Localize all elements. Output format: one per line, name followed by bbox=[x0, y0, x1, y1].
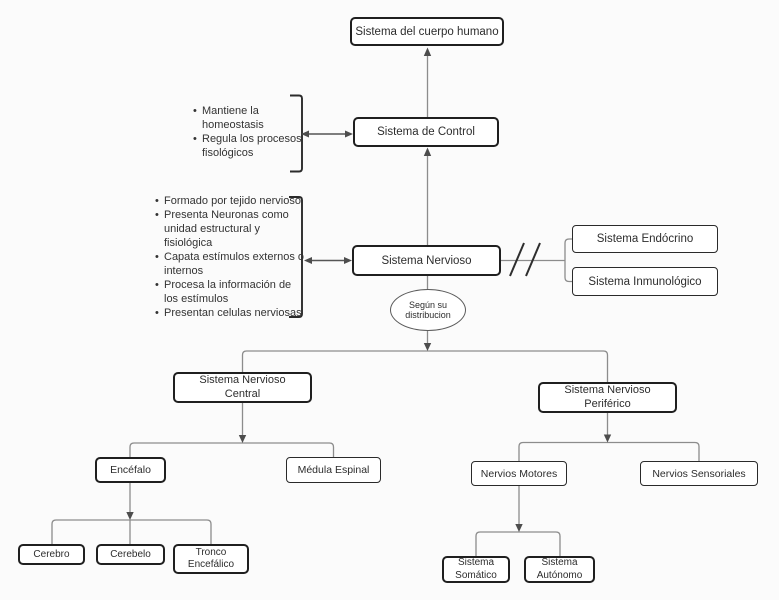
node-tronco-encefalico: Tronco Encefálico bbox=[173, 544, 249, 574]
arrowhead-down-icon bbox=[238, 435, 247, 443]
node-label: Médula Espinal bbox=[297, 464, 370, 476]
node-sistema-autonomo: Sistema Autónomo bbox=[524, 556, 595, 583]
node-label: Cerebelo bbox=[110, 549, 151, 560]
branch-motores-sensoriales bbox=[518, 441, 700, 461]
branch-encefalo-medula bbox=[129, 442, 335, 457]
node-label: Sistema de Control bbox=[377, 126, 475, 138]
node-sistema-somatico: Sistema Somático bbox=[442, 556, 510, 583]
arrowhead-up-icon bbox=[423, 147, 432, 156]
note-item: Presenta Neuronas como unidad estructura… bbox=[154, 208, 329, 250]
node-label: Encéfalo bbox=[110, 464, 151, 476]
branch-somatico-autonomo bbox=[475, 531, 561, 556]
note-item: Procesa la información de los estímulos bbox=[154, 278, 329, 306]
bracket-endocrino-inmunologico bbox=[564, 238, 572, 283]
node-sistema-nervioso-periferico: Sistema Nervioso Periférico bbox=[538, 382, 677, 413]
arrowhead-down-icon bbox=[603, 434, 612, 443]
node-label: Sistema Nervioso Periférico bbox=[564, 384, 651, 410]
node-cerebro: Cerebro bbox=[18, 544, 85, 565]
node-medula-espinal: Médula Espinal bbox=[286, 457, 381, 483]
node-label: Sistema Autónomo bbox=[536, 557, 583, 581]
node-label: Sistema Somático bbox=[455, 557, 497, 581]
node-label: Tronco Encefálico bbox=[187, 546, 235, 571]
node-label: Cerebro bbox=[33, 549, 70, 560]
node-label: Sistema Inmunológico bbox=[588, 275, 702, 288]
arrowhead-down-icon bbox=[423, 343, 432, 351]
node-label: Nervios Sensoriales bbox=[652, 467, 746, 480]
node-sistema-nervioso-central: Sistema Nervioso Central bbox=[173, 372, 312, 403]
note-item: Mantiene la homeostasis bbox=[192, 104, 317, 132]
arrowhead-right-icon bbox=[344, 257, 352, 264]
note-item: Formado por tejido nervioso bbox=[154, 194, 329, 208]
double-slash-icon bbox=[525, 242, 541, 277]
arrowhead-down-icon bbox=[515, 524, 523, 532]
node-label: Sistema Nervioso bbox=[381, 254, 472, 267]
node-label: Sistema Endócrino bbox=[596, 233, 694, 245]
node-label: Nervios Motores bbox=[480, 467, 558, 480]
notes-sistema-nervioso: Formado por tejido nervioso Presenta Neu… bbox=[154, 194, 329, 320]
node-sistema-de-control: Sistema de Control bbox=[353, 117, 499, 147]
node-sistema-del-cuerpo-humano: Sistema del cuerpo humano bbox=[350, 17, 504, 46]
note-item: Regula los procesos fisológicos bbox=[192, 132, 317, 160]
node-segun-su-distribucion: Según su distribucion bbox=[390, 289, 466, 331]
node-sistema-inmunologico: Sistema Inmunológico bbox=[572, 267, 718, 296]
branch-cerebro-cerebelo-tronco bbox=[51, 519, 212, 544]
branch-snc-snp bbox=[241, 350, 609, 382]
node-encefalo: Encéfalo bbox=[95, 457, 166, 483]
arrowhead-right-icon bbox=[345, 130, 353, 138]
node-cerebelo: Cerebelo bbox=[96, 544, 165, 565]
node-label: Sistema Nervioso Central bbox=[199, 374, 286, 400]
node-label: Según su distribucion bbox=[405, 299, 451, 321]
node-nervios-motores: Nervios Motores bbox=[471, 461, 567, 486]
notes-sistema-de-control: Mantiene la homeostasis Regula los proce… bbox=[192, 104, 317, 160]
node-sistema-endocrino: Sistema Endócrino bbox=[572, 225, 718, 253]
node-label: Sistema del cuerpo humano bbox=[355, 25, 499, 38]
double-slash-icon bbox=[509, 242, 525, 277]
node-sistema-nervioso: Sistema Nervioso bbox=[352, 245, 501, 276]
note-item: Capata estímulos externos o internos bbox=[154, 250, 329, 278]
note-item: Presentan celulas nerviosas bbox=[154, 306, 329, 320]
arrowhead-down-icon bbox=[126, 512, 134, 520]
arrowhead-up-icon bbox=[423, 47, 432, 56]
node-nervios-sensoriales: Nervios Sensoriales bbox=[640, 461, 758, 486]
